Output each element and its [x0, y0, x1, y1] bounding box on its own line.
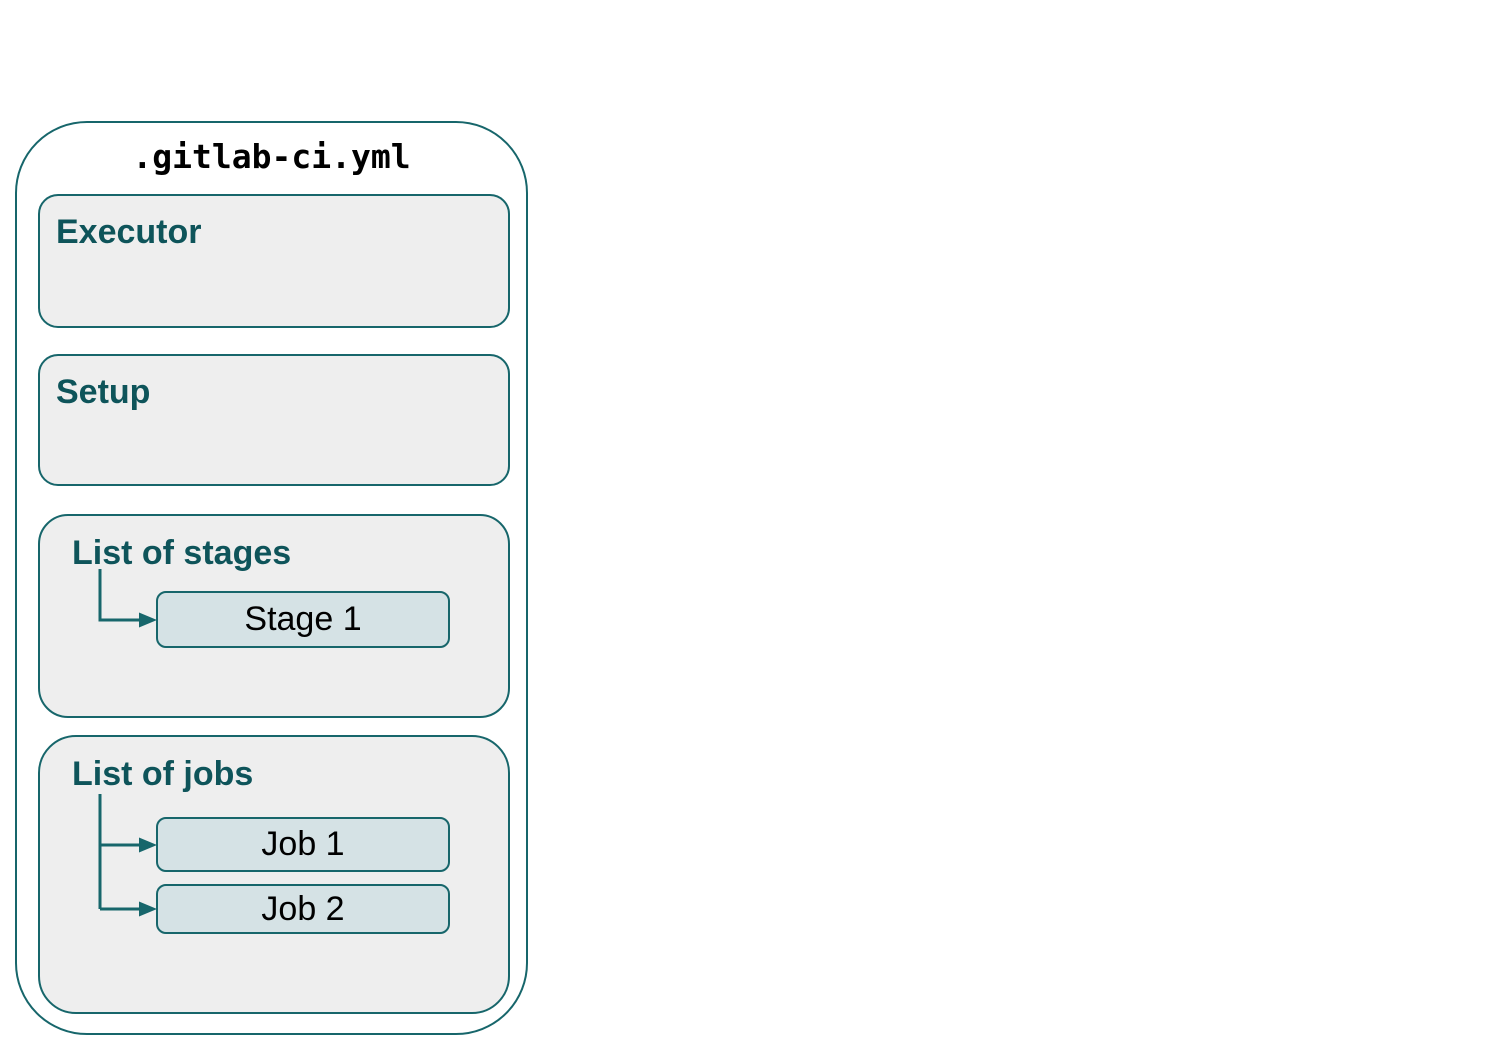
section-stages-label: List of stages	[72, 534, 292, 572]
section-jobs-label: List of jobs	[72, 755, 254, 793]
gitlab-ci-yml-container: .gitlab-ci.yml Executor Setup List of st…	[15, 121, 528, 1035]
section-executor: Executor	[38, 194, 510, 328]
section-setup: Setup	[38, 354, 510, 486]
section-list-of-jobs: List of jobs Job 1 Job 2	[38, 735, 510, 1014]
section-list-of-stages: List of stages Stage 1	[38, 514, 510, 718]
section-executor-label: Executor	[56, 213, 202, 251]
section-setup-label: Setup	[56, 373, 151, 411]
job-1-box: Job 1	[156, 817, 450, 872]
job-2-box: Job 2	[156, 884, 450, 934]
stage-1-box: Stage 1	[156, 591, 450, 648]
diagram-title: .gitlab-ci.yml	[132, 137, 411, 176]
